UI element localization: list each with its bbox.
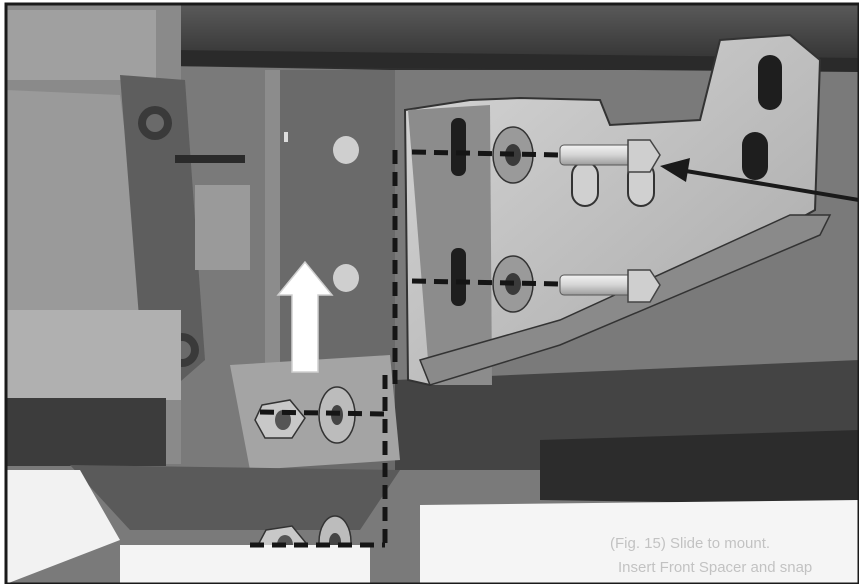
plate-slot-mid-left — [571, 161, 599, 207]
dashed-line-lower — [411, 278, 561, 287]
page-lower-area — [420, 500, 859, 584]
page-lower-left-area — [6, 470, 120, 584]
leaf-spring — [6, 310, 181, 400]
plate-slot-top — [758, 55, 782, 110]
bracket-side-flange — [408, 105, 492, 385]
pointer-arrow-icon — [660, 158, 859, 202]
shackle-bolt-upper-center — [146, 114, 164, 132]
bleed-text-2: Insert Front Spacer and snap — [618, 559, 812, 576]
bleed-text-1: (Fig. 15) Slide to mount. — [610, 535, 770, 552]
left-upper-block — [6, 10, 156, 80]
plate-slot-right — [742, 132, 768, 180]
small-rod — [175, 155, 245, 163]
up-arrow-icon — [276, 260, 334, 373]
top-rail-edge — [170, 50, 859, 72]
page-lower-mid-area — [120, 545, 370, 584]
flange-slot-lower — [451, 248, 466, 306]
alignment-lines — [250, 149, 561, 548]
bolt-lower — [559, 269, 661, 303]
frame-mark — [284, 132, 288, 142]
right-bumper-bar — [540, 430, 859, 505]
bolt-upper — [559, 139, 661, 173]
frame-hole-upper — [333, 136, 359, 164]
bracket-lower-flange — [418, 214, 832, 386]
figure-frame — [4, 2, 859, 584]
flange-slot-upper — [451, 118, 466, 176]
diagram-content — [6, 4, 859, 584]
lower-left-shadow — [6, 398, 166, 466]
side-block — [195, 185, 250, 270]
nut-washer-middle — [254, 386, 356, 444]
dashed-line-upper — [411, 149, 561, 158]
washer-lower — [492, 255, 534, 313]
lower-frame-base — [70, 465, 400, 530]
frame-hole-lower — [333, 264, 359, 292]
